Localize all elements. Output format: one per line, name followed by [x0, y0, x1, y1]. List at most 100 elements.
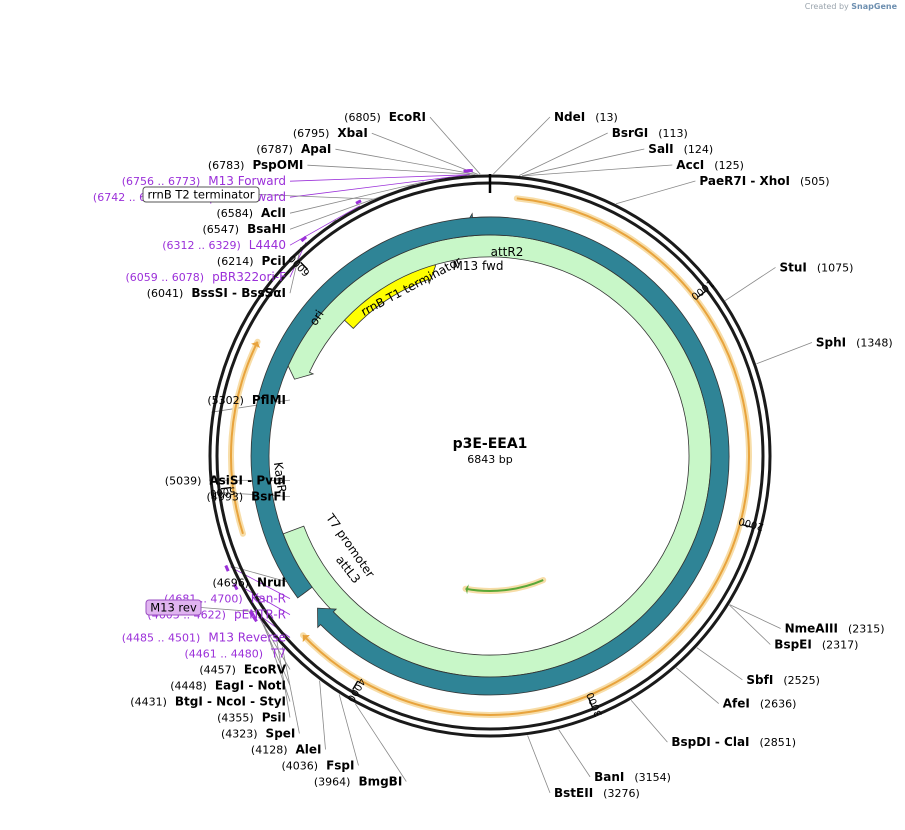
feature-attl3 [250, 216, 730, 696]
enzyme-label-apai: (6787)ApaI [256, 142, 331, 156]
leader-bmgbi [354, 703, 407, 782]
leader-afei [675, 667, 719, 704]
label-coord: (6214) [217, 255, 254, 268]
enzyme-label-afei: AfeI(2636) [723, 697, 797, 711]
label-name: AsiSI - PvuI [209, 474, 286, 488]
label-name: T7 [270, 647, 286, 661]
leader-bsrgi [519, 132, 608, 176]
leader-paer7i-xhoi [615, 180, 696, 205]
label-name: pENTR-R [234, 608, 286, 622]
leader-sphi [756, 342, 813, 365]
label-name: EcoRI [389, 110, 426, 124]
boxed-label-m13-rev: M13 rev [150, 601, 197, 615]
label-name: BsrGI [612, 126, 649, 140]
orf-arc-2 [465, 579, 544, 592]
enzyme-label-bsteii: BstEII(3276) [554, 786, 640, 800]
enzyme-label-bmgbi: (3964)BmgBI [314, 775, 402, 789]
label-coord: (125) [714, 159, 744, 172]
leader-ndei [493, 116, 551, 175]
enzyme-label-nrui: (4696)NruI [212, 576, 286, 590]
label-name: AclI [261, 206, 286, 220]
boxed-label-rrnb-t2-terminator: rrnB T2 terminator [148, 188, 255, 202]
label-coord: (505) [800, 175, 830, 188]
leader-fspi [338, 694, 359, 766]
orf-arrowhead-2 [465, 584, 469, 595]
label-coord: (6059 .. 6078) [126, 271, 205, 284]
label-coord: (4457) [199, 664, 236, 677]
primer-label-t7: (4461 .. 4480)T7 [184, 647, 286, 661]
boxed-label-frame-rrnb-t2-terminator [142, 186, 260, 203]
label-coord: (124) [684, 143, 714, 156]
label-name: XbaI [337, 126, 367, 140]
label-name: SphI [816, 336, 846, 350]
primer-label-pbr322ori-f: (6059 .. 6078) pBR322ori-F [126, 270, 287, 284]
primer-mark-t7 [251, 615, 258, 623]
enzyme-label-bspei: BspEI(2317) [774, 638, 858, 652]
enzyme-label-alei: (4128)AleI [251, 743, 322, 757]
label-name: BanI [594, 770, 624, 784]
enzyme-label-pspomi: (6783)PspOMI [208, 158, 304, 172]
label-name: ApaI [301, 142, 331, 156]
feature-label-kanr: KanR [271, 461, 289, 494]
label-coord: (2315) [848, 623, 885, 636]
leader-acli [289, 181, 424, 214]
label-name: PaeR7I - XhoI [699, 174, 790, 188]
leader-spei [281, 646, 300, 734]
enzyme-label-acli: (6584) AclI [216, 206, 286, 220]
label-name: Kan-R [251, 592, 286, 606]
label-name: StuI [780, 260, 807, 274]
label-name: PflMI [252, 393, 286, 407]
enzyme-label-xbai: (6795)XbaI [293, 126, 368, 140]
leader-bani [558, 729, 591, 778]
label-coord: (4036) [282, 760, 319, 773]
primer-mark-pbr322ori-f [300, 235, 308, 243]
label-coord: (6783) [208, 159, 245, 172]
enzyme-label-ecorv: (4457)EcoRV [199, 663, 286, 677]
label-coord: (4448) [170, 680, 207, 693]
label-coord: (13) [595, 111, 618, 124]
label-name: BtgI - NcoI - StyI [175, 695, 286, 709]
label-name: PsiI [262, 711, 286, 725]
ruler-tick-4000 [352, 680, 359, 691]
leader-bspei [729, 604, 771, 645]
ruler-tick-6000 [300, 261, 309, 270]
plasmid-name: p3E-EEA1 [453, 436, 528, 452]
ruler-tick-1000 [696, 290, 706, 299]
ruler-label-2000: 2000 [738, 515, 765, 532]
orf-arc-1 [230, 341, 259, 535]
primer-label-l4440: (6312 .. 6329)L4440 [162, 238, 286, 252]
enzyme-label-stui: StuI(1075) [780, 260, 854, 274]
credit: Created by SnapGene [805, 2, 897, 11]
primer-mark-m13-puc-forward [463, 169, 471, 173]
label-coord: (3276) [603, 787, 640, 800]
plasmid-length: 6843 bp [467, 453, 512, 466]
enzyme-label-ndei: NdeI(13) [554, 110, 618, 124]
orf-arrowhead-0 [302, 635, 310, 643]
leader-m13-rev [200, 607, 255, 613]
label-name: SpeI [266, 727, 296, 741]
enzyme-label-psii: (4355)PsiI [217, 711, 286, 725]
label-coord: (2317) [822, 639, 859, 652]
label-name: pBR322ori-F [212, 270, 286, 284]
label-name: BsrFI [251, 490, 286, 504]
enzyme-label-bsahi: (6547)BsaHI [203, 222, 286, 236]
leader-stui [725, 267, 776, 301]
leader-sali [521, 148, 645, 177]
primer-mark-kan-r [224, 564, 230, 572]
label-coord: (3964) [314, 776, 351, 789]
leader-nmeaiii [729, 604, 781, 629]
enzyme-label-sali: SalI(124) [648, 142, 713, 156]
backbone [208, 174, 772, 738]
label-coord: (6312 .. 6329) [162, 239, 241, 252]
enzyme-label-bani: BanI (3154) [594, 770, 671, 784]
label-coord: (3154) [634, 771, 671, 784]
label-name: M13 Reverse [208, 631, 286, 645]
label-coord: (6584) [216, 207, 253, 220]
leader-psii [276, 640, 291, 718]
leader-xbai [371, 132, 478, 175]
enzyme-label-pflmi: (5302)PflMI [207, 393, 286, 407]
leader-kan-r [230, 566, 291, 599]
leader-ecori [429, 116, 481, 175]
label-coord: (4993) [207, 491, 244, 504]
label-name: NruI [257, 576, 286, 590]
